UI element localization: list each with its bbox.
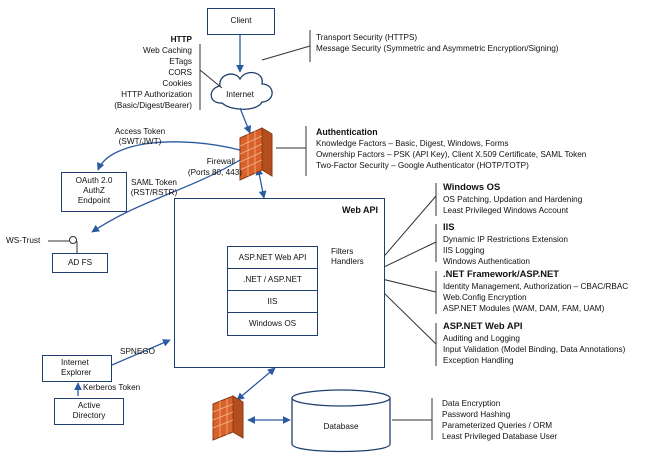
firewall-ports: (Ports 80, 443) — [187, 168, 242, 177]
section-item: Auditing and Logging — [443, 334, 520, 343]
filters-label: Filters — [331, 247, 354, 256]
section-item: OS Patching, Updation and Hardening — [443, 195, 583, 204]
internet-explorer-box[interactable]: Internet Explorer — [42, 355, 112, 382]
ad-label: Directory — [72, 411, 106, 420]
oauth-label: AuthZ — [83, 186, 105, 195]
adfs-box[interactable]: AD FS — [52, 253, 108, 273]
section-item: Exception Handling — [443, 356, 514, 365]
access-token-arrow — [97, 141, 241, 171]
firewall-webapi-arrow — [255, 167, 267, 199]
authentication-title: Authentication — [316, 127, 378, 137]
saml-token-sub: (RST/RSTR) — [130, 188, 178, 197]
http-item: ETags — [169, 57, 192, 66]
firewall-label: Firewall — [206, 157, 235, 166]
firewall-icon — [239, 127, 273, 181]
http-item: (Basic/Digest/Bearer) — [114, 101, 192, 110]
authentication-item: Two-Factor Security – Google Authenticat… — [316, 161, 529, 170]
internet-cloud — [210, 71, 273, 110]
layer-stack: ASP.NET Web API .NET / ASP.NET IIS Windo… — [227, 246, 318, 336]
layer-aspnet-webapi[interactable]: ASP.NET Web API — [228, 247, 317, 269]
section-title-aspnet-webapi: ASP.NET Web API — [443, 320, 523, 331]
layer-iis[interactable]: IIS — [228, 291, 317, 313]
section-item: Dynamic IP Restrictions Extension — [443, 235, 568, 244]
webapi-box[interactable]: Web API — [174, 198, 385, 368]
section-item: Web.Config Encryption — [443, 293, 527, 302]
http-title: HTTP — [170, 35, 192, 44]
ws-trust-socket — [69, 236, 77, 244]
http-item: HTTP Authorization — [121, 90, 192, 99]
db-security-item: Data Encryption — [442, 399, 501, 408]
internet-firewall-arrow — [239, 107, 252, 134]
http-connector — [199, 69, 223, 89]
layer-label: Windows OS — [248, 319, 297, 328]
adfs-label: AD FS — [67, 258, 93, 267]
ad-label: Active — [77, 401, 101, 410]
transport-item: Transport Security (HTTPS) — [316, 33, 418, 42]
section-title-windows-os: Windows OS — [443, 181, 501, 192]
db-firewall-icon — [212, 395, 244, 441]
layer-windows-os[interactable]: Windows OS — [228, 313, 317, 335]
ie-label: Internet — [61, 358, 89, 367]
layer-label: ASP.NET Web API — [238, 253, 307, 262]
ie-label: Explorer — [61, 368, 92, 377]
section-item: Identity Management, Authorization – CBA… — [443, 282, 629, 291]
layer-label: .NET / ASP.NET — [243, 275, 302, 284]
access-token-sub: (SWT/JWT) — [118, 137, 162, 146]
http-item: Cookies — [162, 79, 192, 88]
authentication-item: Ownership Factors – PSK (API Key), Clien… — [316, 150, 587, 159]
http-item: Web Caching — [142, 46, 192, 55]
section-item: Input Validation (Model Binding, Data An… — [443, 345, 626, 354]
database-label: Database — [323, 422, 359, 431]
db-security-item: Least Privileged Database User — [442, 432, 558, 441]
db-security-item: Parameterized Queries / ORM — [442, 421, 553, 430]
oauth-label: OAuth 2.0 — [75, 176, 113, 185]
webapi-title: Web API — [341, 205, 378, 215]
authentication-item: Knowledge Factors – Basic, Digest, Windo… — [316, 139, 509, 148]
transport-item: Message Security (Symmetric and Asymmetr… — [316, 44, 559, 53]
db-security-item: Password Hashing — [442, 410, 511, 419]
access-token-label: Access Token — [114, 127, 166, 136]
section-item: ASP.NET Modules (WAM, DAM, FAM, UAM) — [443, 304, 605, 313]
http-item: CORS — [168, 68, 192, 77]
client-label: Client — [230, 16, 252, 25]
section-item: Least Privileged Windows Account — [443, 206, 569, 215]
database-cylinder — [291, 389, 391, 453]
section-item: IIS Logging — [443, 246, 485, 255]
oauth-endpoint-box[interactable]: OAuth 2.0 AuthZ Endpoint — [61, 172, 127, 212]
client-box[interactable]: Client — [207, 8, 275, 35]
active-directory-box[interactable]: Active Directory — [54, 398, 124, 425]
saml-token-label: SAML Token — [131, 178, 177, 187]
transport-connector — [261, 45, 311, 61]
section-title-dotnet: .NET Framework/ASP.NET — [443, 268, 560, 279]
kerberos-label: Kerberos Token — [83, 383, 141, 392]
oauth-label: Endpoint — [77, 196, 111, 205]
webapi-db-arrow — [236, 367, 276, 401]
section-item: Windows Authentication — [443, 257, 530, 266]
section-title-iis: IIS — [443, 221, 455, 232]
spnego-arrow — [111, 339, 171, 366]
ws-trust-label: WS-Trust — [6, 236, 41, 245]
spnego-label: SPNEGO — [120, 347, 156, 356]
layer-dotnet[interactable]: .NET / ASP.NET — [228, 269, 317, 291]
handlers-label: Handlers — [331, 257, 364, 266]
internet-label: Internet — [226, 90, 254, 99]
layer-label: IIS — [267, 297, 278, 306]
saml-token-arrow — [91, 159, 241, 233]
